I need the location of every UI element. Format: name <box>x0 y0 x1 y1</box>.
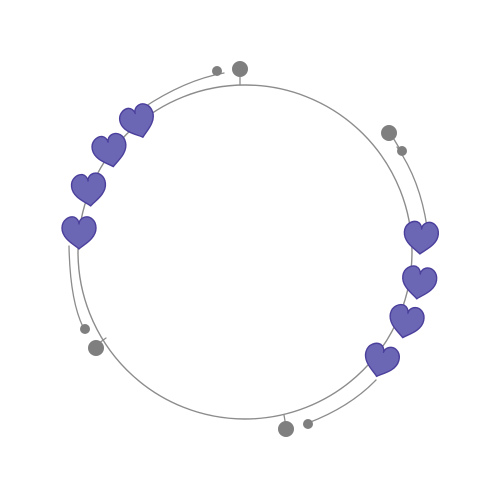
heart-icon-1 <box>119 103 154 138</box>
small-bead-1 <box>212 66 222 76</box>
large-bead-2 <box>381 125 397 141</box>
heart-icon-2 <box>91 132 127 168</box>
outer-arc-right <box>396 146 428 228</box>
small-bead-3 <box>397 146 407 156</box>
large-bead-0 <box>232 61 248 77</box>
heart-icon-4 <box>61 216 97 250</box>
outer-arc-left <box>68 245 84 328</box>
bead-group <box>80 61 407 437</box>
heart-icon-8 <box>364 342 400 378</box>
heart-icon-6 <box>402 265 438 300</box>
small-bead-5 <box>80 324 90 334</box>
heart-icon-3 <box>70 172 107 207</box>
large-bead-6 <box>278 421 294 437</box>
outer-arc-top-left <box>142 72 225 109</box>
heart-icon-5 <box>403 220 440 255</box>
outer-arc-bottom-right <box>307 379 377 424</box>
large-bead-4 <box>88 340 104 356</box>
small-bead-7 <box>303 419 313 429</box>
heart-icon-7 <box>389 303 425 339</box>
main-circle-ring <box>77 84 413 420</box>
heart-group <box>61 103 440 378</box>
